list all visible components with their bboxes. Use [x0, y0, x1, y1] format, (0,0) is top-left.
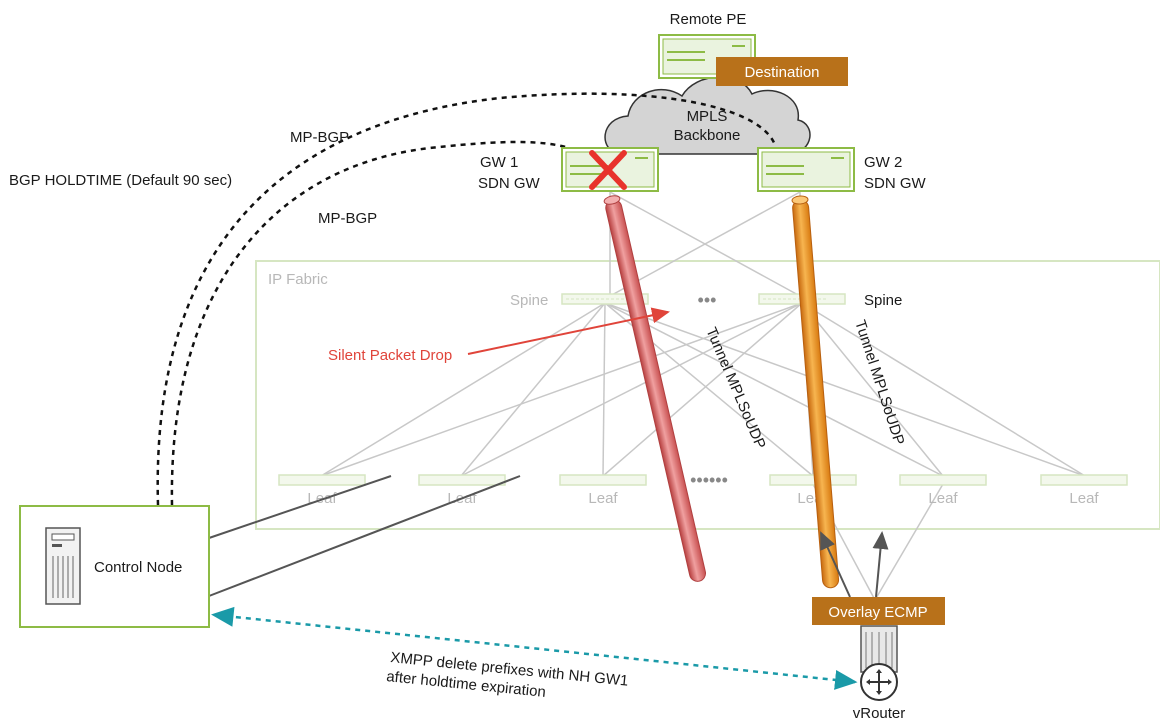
- mp-bgp-inner-label: MP-BGP: [318, 210, 377, 227]
- spine-ellipsis: •••: [698, 290, 717, 310]
- silent-drop-arrow: [467, 307, 670, 355]
- bgp-holdtime-label: BGP HOLDTIME (Default 90 sec): [9, 172, 232, 189]
- tunnel-gw1: [603, 195, 707, 582]
- mp-bgp-outer-label: MP-BGP: [290, 129, 349, 146]
- gw2-label-1: GW 2: [864, 154, 902, 171]
- ip-fabric-box: [255, 260, 1160, 530]
- remote-pe-device: [658, 34, 756, 79]
- fabric-links: [320, 191, 1086, 601]
- tunnel-gw1-label: Tunnel MPLSoUDP: [702, 325, 769, 452]
- router-icon: [860, 625, 898, 701]
- spine-left-device: [561, 293, 649, 305]
- mp-bgp-inner-session: [170, 140, 591, 506]
- xmpp-arrow: [211, 606, 858, 690]
- leaf-devices: [278, 474, 1128, 486]
- spine-right-label: Spine: [864, 292, 902, 309]
- gw2-label-2: SDN GW: [864, 175, 927, 192]
- ecmp-arrow: [820, 531, 851, 598]
- leaf-label: Leaf: [588, 490, 618, 507]
- gw1-label-1: GW 1: [480, 154, 518, 171]
- mpls-label-1: MPLS: [687, 108, 728, 125]
- ip-fabric-label: IP Fabric: [268, 271, 328, 288]
- silent-drop-label: Silent Packet Drop: [328, 347, 452, 364]
- control-node-link: [208, 475, 521, 597]
- mpls-label-2: Backbone: [674, 127, 741, 144]
- gw1-label-2: SDN GW: [478, 175, 541, 192]
- mp-bgp-outer-session: [156, 92, 777, 506]
- server-icon: [45, 527, 81, 605]
- tunnel-gw2: [791, 195, 840, 589]
- red-x-icon: [589, 150, 627, 190]
- remote-pe-label: Remote PE: [670, 11, 747, 28]
- overlay-ecmp-label: Overlay ECMP: [828, 604, 927, 621]
- destination-box: [716, 57, 848, 86]
- control-node-label: Control Node: [94, 559, 182, 576]
- leaf-label: Leaf: [928, 490, 958, 507]
- destination-label: Destination: [744, 64, 819, 81]
- gw1-device: [561, 147, 659, 192]
- spine-left-label: Spine: [510, 292, 548, 309]
- leaf-ellipsis: ••••••: [690, 470, 728, 490]
- tunnel-gw2-label: Tunnel MPLSoUDP: [851, 318, 907, 447]
- ecmp-arrow: [872, 531, 889, 598]
- leaf-label: Leaf: [1069, 490, 1099, 507]
- control-node-link: [208, 475, 392, 539]
- vrouter-label: vRouter: [853, 705, 906, 722]
- gw2-device: [757, 147, 855, 192]
